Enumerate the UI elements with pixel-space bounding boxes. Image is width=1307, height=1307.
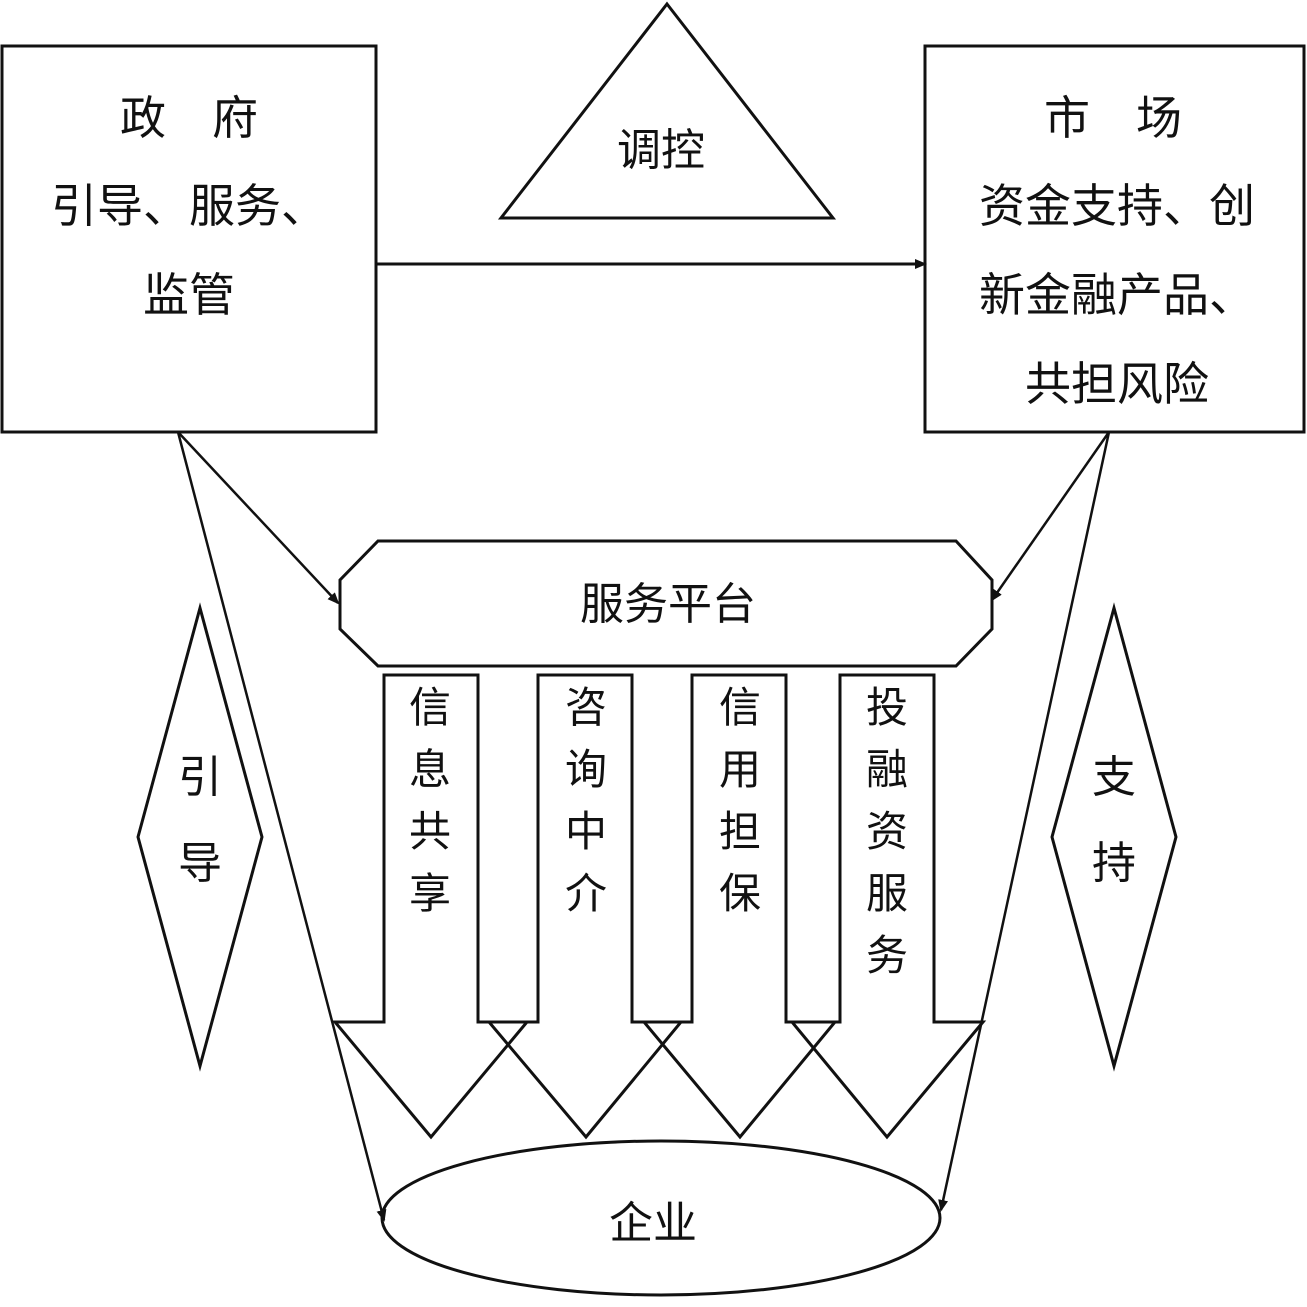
service-4-char-3: 资	[866, 807, 908, 856]
service-3-char-3: 担	[719, 807, 761, 856]
market-to-enterprise-arrow	[938, 431, 1111, 1212]
support-char-1: 支	[1092, 752, 1136, 803]
government-title: 政 府	[120, 91, 258, 145]
service-4-char-4: 服	[866, 869, 908, 918]
service-3-char-2: 用	[719, 745, 761, 794]
service-2-char-1: 咨	[565, 683, 607, 732]
service-1-char-3: 共	[409, 807, 451, 856]
market-title: 市 场	[1044, 91, 1182, 145]
government-line-2: 监管	[143, 268, 235, 322]
market-line-2: 新金融产品、	[979, 268, 1255, 322]
enterprise-ellipse: 企业	[380, 1139, 942, 1297]
service-arrow-credit-guarantee	[640, 673, 839, 1140]
service-1-char-1: 信	[409, 683, 451, 732]
service-2-char-4: 介	[565, 869, 607, 918]
guide-diamond: 引 导	[136, 602, 264, 1072]
service-4-char-5: 务	[866, 931, 908, 980]
service-4-char-1: 投	[866, 683, 908, 732]
service-platform: 服务平台	[338, 539, 994, 668]
market-line-3: 共担风险	[1025, 357, 1209, 411]
service-arrow-consulting	[485, 673, 685, 1140]
service-4-char-2: 融	[866, 745, 908, 794]
service-3-char-4: 保	[719, 869, 761, 918]
regulation-label: 调控	[617, 125, 705, 176]
service-labels: 信 息 共 享 咨 询 中 介 信 用 担 保 投 融 资 服 务	[409, 683, 908, 980]
service-2-char-2: 询	[565, 745, 607, 794]
enterprise-label: 企业	[609, 1198, 697, 1249]
government-to-platform-arrow	[177, 431, 340, 605]
government-box: 政 府 引导、服务、 监管	[0, 44, 378, 434]
service-arrow-investment-financing	[788, 673, 987, 1140]
service-1-char-4: 享	[409, 869, 451, 918]
government-line-1: 引导、服务、	[51, 179, 327, 233]
service-arrow-info-sharing	[331, 673, 531, 1140]
market-to-platform-arrow	[990, 431, 1111, 602]
service-platform-label: 服务平台	[580, 579, 756, 630]
service-3-char-1: 信	[719, 683, 761, 732]
guide-char-2: 导	[178, 838, 222, 889]
service-arrows	[331, 673, 987, 1140]
support-diamond: 支 持	[1050, 602, 1178, 1072]
market-line-1: 资金支持、创	[979, 179, 1255, 233]
support-char-2: 持	[1092, 838, 1136, 889]
market-box: 市 场 资金支持、创 新金融产品、 共担风险	[923, 44, 1306, 434]
guide-char-1: 引	[178, 752, 222, 803]
service-1-char-2: 息	[409, 745, 451, 794]
regulation-triangle: 调控	[497, 1, 837, 220]
government-to-enterprise-arrow	[176, 431, 387, 1222]
service-2-char-3: 中	[565, 807, 607, 856]
